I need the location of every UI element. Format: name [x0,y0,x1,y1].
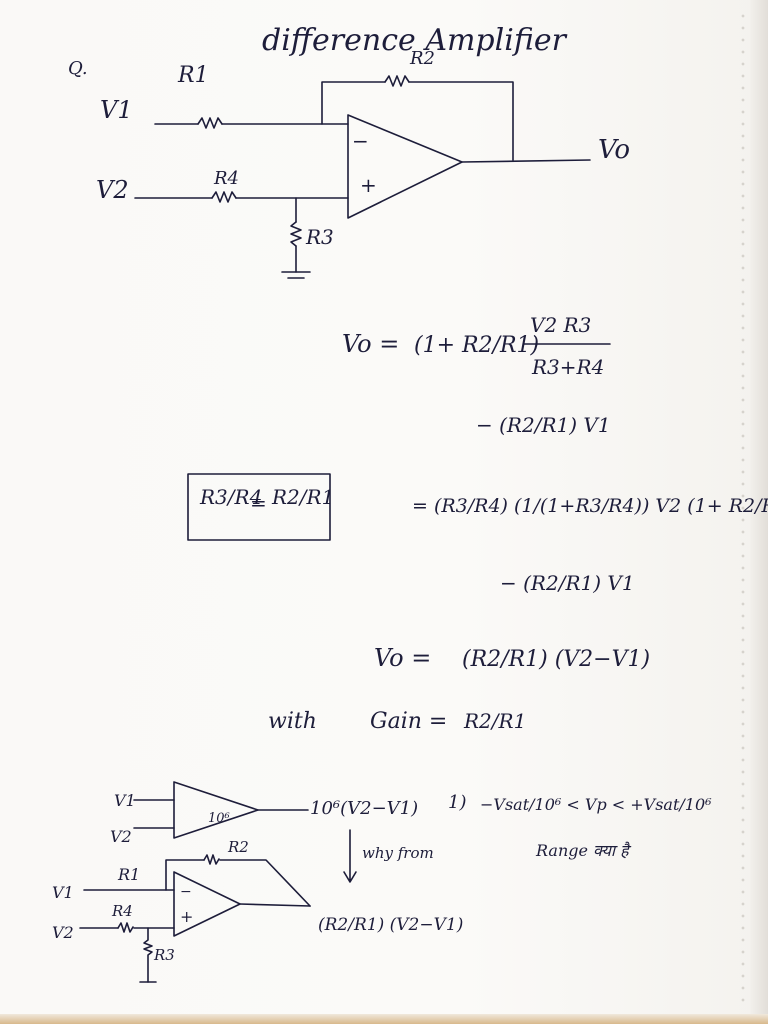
condition-rhs: R2/R1 [271,485,334,509]
resistor-r1 [197,117,223,129]
label-v2: V2 [96,176,129,204]
resistor-r2-small [203,854,220,865]
ideal-opamp-sketch: V1 V2 10⁶ 10⁶(V2−V1) why from V1 V2 R1 R… [52,781,463,983]
label-v1-small: V1 [114,791,136,810]
resistor-r3-small [143,927,153,983]
page-edge [750,0,768,1024]
range-note: 1) −Vsat/10⁶ < Vp < +Vsat/10⁶ Range क्या… [448,792,712,860]
label-r2: R2 [409,48,435,69]
with-label: with [268,709,317,734]
eq1-lhs: Vo = [342,330,399,358]
label-closed-loop-output: (R2/R1) (V2−V1) [318,915,463,935]
label-v2-second: V2 [52,923,74,942]
label-r4: R4 [213,168,239,189]
opamp-symbol [347,114,463,219]
inverting-sign-small: − [180,884,192,900]
eq2: = (R3/R4) (1/(1+R3/R4)) V2 (1+ R2/R1) [412,495,768,517]
eq1-frac-den: R3+R4 [531,355,604,379]
ground-symbol [281,271,311,279]
label-open-loop-output: 10⁶(V2−V1) [310,798,418,819]
label-open-loop-gain: 10⁶ [208,811,230,826]
gain-label: Gain = [370,709,447,734]
label-v2-small: V2 [110,827,132,846]
opamp-symbol-small [173,781,259,839]
eq1-minus-term: − (R2/R1) V1 [476,413,611,437]
question-marker: Q. [68,58,88,79]
label-r3-small: R3 [153,946,175,964]
inverting-input-sign: − [352,129,369,153]
label-r3: R3 [305,225,334,249]
label-v1-second: V1 [52,883,74,902]
difference-amplifier-circuit: R1 R2 R4 R3 V1 V2 Vo − + [96,48,630,279]
label-v1: V1 [100,96,133,124]
range-item-number: 1) [448,792,466,813]
condition-equals: = [250,491,267,515]
page-bottom-edge [0,1014,768,1024]
resistor-r2 [384,75,410,87]
label-r1-small: R1 [117,865,140,884]
eq3-rhs: (R2/R1) (V2−V1) [462,647,650,672]
range-inequality: −Vsat/10⁶ < Vp < +Vsat/10⁶ [480,795,712,814]
gain-value: R2/R1 [463,709,526,733]
resistor-r3 [290,221,302,247]
spiral-binding [740,10,746,1010]
condition-box [187,473,331,541]
noninverting-sign-small: + [180,907,193,926]
title: difference Amplifier [262,23,568,58]
eq2-minus-term: − (R2/R1) V1 [500,571,635,595]
range-label: Range क्या है [535,841,632,860]
label-vo: Vo [598,135,630,165]
derivation: Vo = (1+ R2/R1) V2 R3 R3+R4 − (R2/R1) V1… [187,313,768,734]
eq3-lhs: Vo = [374,644,431,672]
eq1-factor: (1+ R2/R1) [414,333,539,358]
label-r4-small: R4 [111,902,133,920]
label-r2-small: R2 [227,838,249,856]
opamp-symbol-second [173,871,241,937]
condition-lhs: R3/R4 [199,485,262,509]
label-r1: R1 [177,63,209,88]
why-note: why from [362,844,434,862]
eq1-frac-num: V2 R3 [530,313,591,337]
resistor-r4 [211,191,237,203]
noninverting-input-sign: + [360,173,377,197]
down-arrow-icon [343,829,357,883]
